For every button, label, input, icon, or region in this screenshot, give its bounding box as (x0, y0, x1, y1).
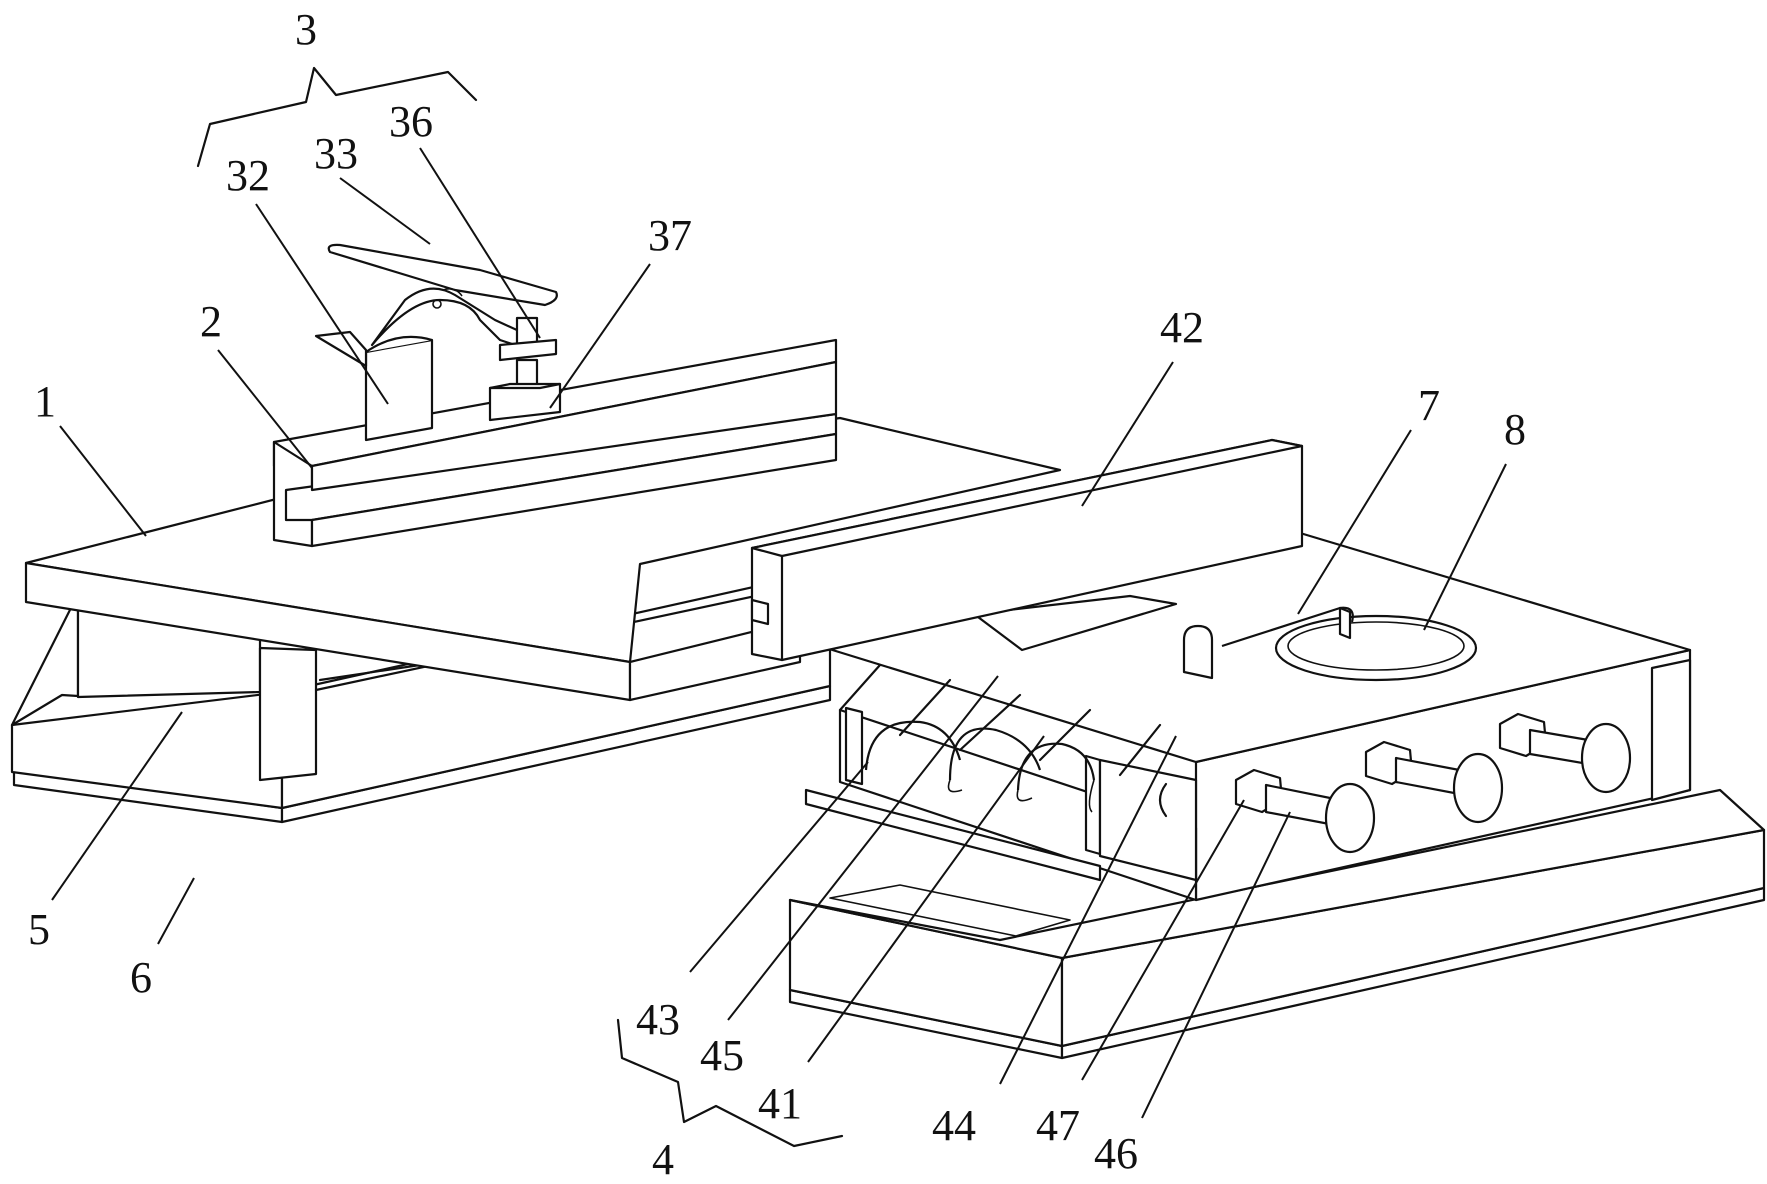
reference-numerals: 3 36 33 32 37 2 1 42 7 8 5 6 43 45 41 44… (28, 5, 1526, 1184)
bolt-2 (1364, 740, 1504, 824)
label-42: 42 (1160, 303, 1204, 352)
label-32: 32 (226, 151, 270, 200)
label-43: 43 (636, 995, 680, 1044)
label-36: 36 (389, 97, 433, 146)
label-37: 37 (648, 211, 692, 260)
push-bar-42 (750, 438, 1304, 662)
label-4: 4 (652, 1135, 674, 1184)
label-44: 44 (932, 1101, 976, 1150)
adjusting-bolts-46 (1234, 712, 1632, 854)
brace-4 (616, 1018, 844, 1148)
label-1: 1 (34, 377, 56, 426)
label-7: 7 (1418, 381, 1440, 430)
grip-7-and-ring-8 (1182, 606, 1478, 682)
spring-mechanism-4 (804, 663, 1198, 902)
label-3: 3 (295, 5, 317, 54)
label-8: 8 (1504, 405, 1526, 454)
bolt-1 (1234, 768, 1376, 854)
label-45: 45 (700, 1031, 744, 1080)
brace-3 (196, 66, 478, 168)
label-6: 6 (130, 953, 152, 1002)
label-46: 46 (1094, 1129, 1138, 1178)
label-5: 5 (28, 905, 50, 954)
label-47: 47 (1036, 1101, 1080, 1150)
bolt-3 (1498, 712, 1632, 794)
label-33: 33 (314, 129, 358, 178)
label-41: 41 (758, 1079, 802, 1128)
leader-lines (51, 147, 1507, 1119)
label-2: 2 (200, 297, 222, 346)
